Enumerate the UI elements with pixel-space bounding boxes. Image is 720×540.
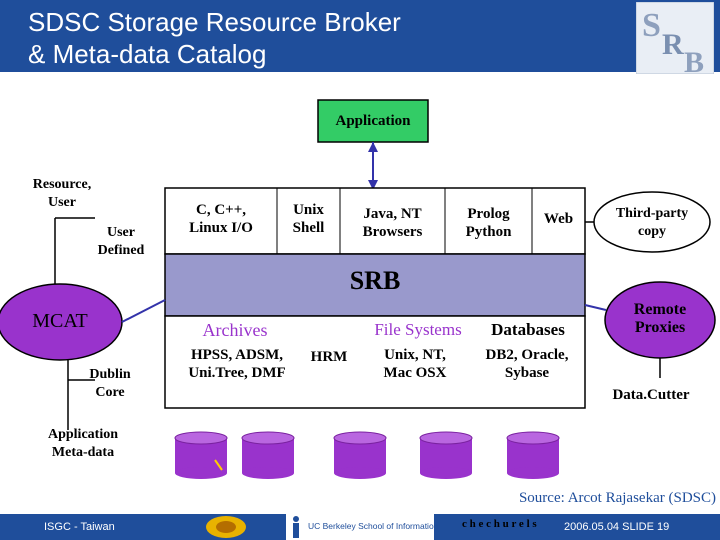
svg-text:R: R (662, 28, 684, 61)
conference-logo-icon (206, 516, 246, 538)
hrm-label: HRM (310, 349, 348, 365)
svg-text:B: B (684, 46, 704, 74)
file-systems-heading: File Systems (374, 320, 462, 339)
storage-box (164, 315, 586, 409)
archives-heading: Archives (202, 320, 268, 340)
berkeley-figure-icon (293, 516, 299, 538)
application-label: Application (335, 113, 411, 129)
footer-right-text: 2006.05.04 SLIDE 19 (564, 521, 670, 533)
storage-cylinder-2 (241, 431, 295, 479)
databases-list: DB2, Oracle,Sybase (485, 347, 569, 381)
title-line-2: & Meta-data Catalog (28, 39, 267, 69)
archives-list: HPSS, ADSM,Uni.Tree, DMF (188, 347, 286, 381)
storage-cylinder-5 (506, 431, 560, 479)
interface-c-linux: C, C++,Linux I/O (189, 202, 253, 236)
svg-text:S: S (642, 7, 661, 44)
mcat-label: MCAT (32, 310, 88, 332)
file-systems-list: Unix, NT,Mac OSX (383, 347, 447, 381)
storage-cylinder-4 (419, 431, 473, 479)
footer-left-text: ISGC - Taiwan (44, 521, 115, 533)
archive-cylinder (174, 431, 228, 479)
slide-title: SDSC Storage Resource Broker & Meta-data… (28, 6, 548, 70)
databases-heading: Databases (491, 320, 565, 339)
berkeley-logo: UC Berkeley School of Information (286, 514, 438, 540)
srb-label: SRB (349, 266, 401, 295)
resource-user-label: Resource,User (32, 177, 92, 210)
source-credit: Source: Arcot Rajasekar (SDSC) (518, 490, 716, 506)
application-box (317, 99, 429, 143)
berkeley-logo-text: UC Berkeley School of Information (308, 521, 439, 531)
srb-band (164, 253, 586, 317)
interface-web: Web (543, 211, 574, 227)
srb-logo: S R B (636, 2, 714, 74)
title-line-1: SDSC Storage Resource Broker (28, 7, 401, 37)
footer-center-text: c h e c h u r e l s (462, 518, 537, 530)
storage-cylinder-3 (333, 431, 387, 479)
interfaces-box (164, 187, 586, 255)
title-bar (0, 0, 720, 72)
datacutter-label: Data.Cutter (612, 387, 690, 403)
